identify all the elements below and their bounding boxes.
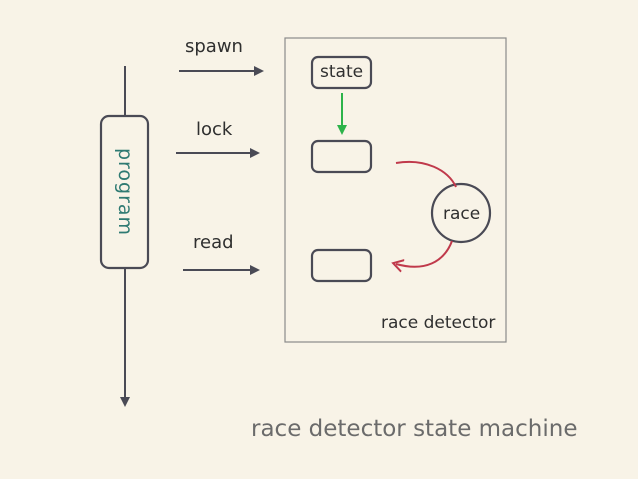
program-label: program <box>114 147 136 237</box>
race-label: race <box>443 204 481 224</box>
race-detector-box <box>284 37 507 343</box>
spawn-label: spawn <box>185 36 243 57</box>
race-curve-in <box>395 160 457 188</box>
state-label: state <box>320 62 364 82</box>
race-curve-out <box>396 240 453 267</box>
read-state-box <box>310 248 373 283</box>
lock-label: lock <box>196 119 233 140</box>
race-detector-label: race detector <box>381 313 496 333</box>
state-box <box>310 55 373 90</box>
read-label: read <box>193 232 234 253</box>
race-node <box>430 182 492 244</box>
diagram-caption: race detector state machine <box>251 416 578 442</box>
lock-state-box <box>310 139 373 174</box>
